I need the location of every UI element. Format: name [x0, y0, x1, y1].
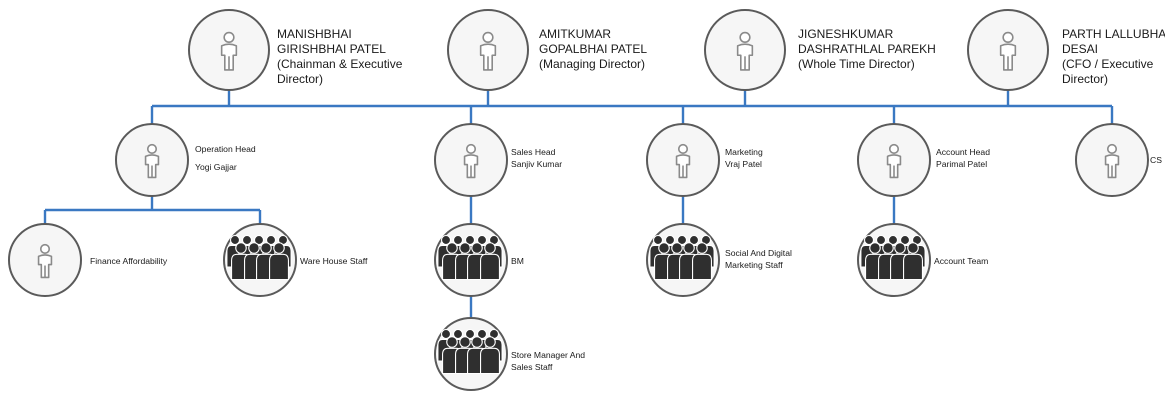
- node-label-line: Director): [1062, 72, 1109, 86]
- node-label-line: Director): [277, 72, 324, 86]
- node-label-line: DASHRATHLAL PAREKH: [798, 42, 936, 56]
- group-icon: [649, 234, 715, 281]
- node-label-line: GIRISHBHAI PATEL: [277, 42, 386, 56]
- node-label-line: Operation Head: [195, 144, 256, 154]
- node-label-line: Parimal Patel: [936, 159, 988, 169]
- group-icon: [437, 328, 503, 375]
- node-label-line: Account Head: [936, 147, 990, 157]
- node-label-line: Sales Head: [511, 147, 556, 157]
- org-node: [434, 317, 508, 391]
- node-label-line: GOPALBHAI PATEL: [539, 42, 648, 56]
- person-icon: [886, 143, 902, 179]
- person-icon: [463, 143, 479, 179]
- node-label-line: Yogi Gajjar: [195, 162, 237, 172]
- org-node: [646, 223, 720, 297]
- node-label-line: Store Manager And: [511, 350, 586, 360]
- node-label-line: BM: [511, 256, 524, 266]
- group-icon: [226, 234, 292, 281]
- node-label: CS: [1150, 154, 1162, 166]
- node-label-line: CS: [1150, 155, 1162, 165]
- org-node: [967, 9, 1049, 91]
- person-icon: [479, 31, 497, 71]
- person-icon: [37, 243, 53, 279]
- node-label-line: Account Team: [934, 256, 989, 266]
- node-label-line: Marketing: [725, 147, 763, 157]
- node-label: Ware House Staff: [300, 255, 367, 267]
- person-icon: [144, 143, 160, 179]
- node-label-line: JIGNESHKUMAR: [798, 27, 894, 41]
- node-label-line: Vraj Patel: [725, 159, 762, 169]
- node-label-line: AMITKUMAR: [539, 27, 611, 41]
- node-label-line: Sales Staff: [511, 362, 553, 372]
- node-label: Account Team: [934, 255, 988, 267]
- org-node: [434, 223, 508, 297]
- org-node: [115, 123, 189, 197]
- org-node: [646, 123, 720, 197]
- node-label-line: (Chainman & Executive: [277, 57, 403, 71]
- node-label-line: DESAI: [1062, 42, 1099, 56]
- connectors: [43, 90, 1114, 318]
- node-label-line: PARTH LALLUBHAI: [1062, 27, 1165, 41]
- org-node: [223, 223, 297, 297]
- node-label-line: (CFO / Executive: [1062, 57, 1154, 71]
- org-node: [857, 223, 931, 297]
- person-icon: [736, 31, 754, 71]
- node-label-line: MANISHBHAI: [277, 27, 352, 41]
- org-node: [704, 9, 786, 91]
- person-icon: [675, 143, 691, 179]
- node-label-line: (Whole Time Director): [798, 57, 915, 71]
- org-node: [188, 9, 270, 91]
- node-label-line: Sanjiv Kumar: [511, 159, 563, 169]
- org-node: [1075, 123, 1149, 197]
- node-label-line: Social And Digital: [725, 248, 792, 258]
- person-icon: [999, 31, 1017, 71]
- node-label: Finance Affordability: [90, 255, 167, 267]
- node-label-line: Marketing Staff: [725, 260, 783, 270]
- person-icon: [220, 31, 238, 71]
- node-label-line: Ware House Staff: [300, 256, 368, 266]
- org-node: [8, 223, 82, 297]
- org-node: [857, 123, 931, 197]
- nodes: [8, 9, 1149, 391]
- group-icon: [860, 234, 926, 281]
- person-icon: [1104, 143, 1120, 179]
- node-label-line: Finance Affordability: [90, 256, 168, 266]
- org-node: [434, 123, 508, 197]
- node-label: BM: [511, 255, 524, 267]
- node-label-line: (Managing Director): [539, 57, 646, 71]
- group-icon: [437, 234, 503, 281]
- org-node: [447, 9, 529, 91]
